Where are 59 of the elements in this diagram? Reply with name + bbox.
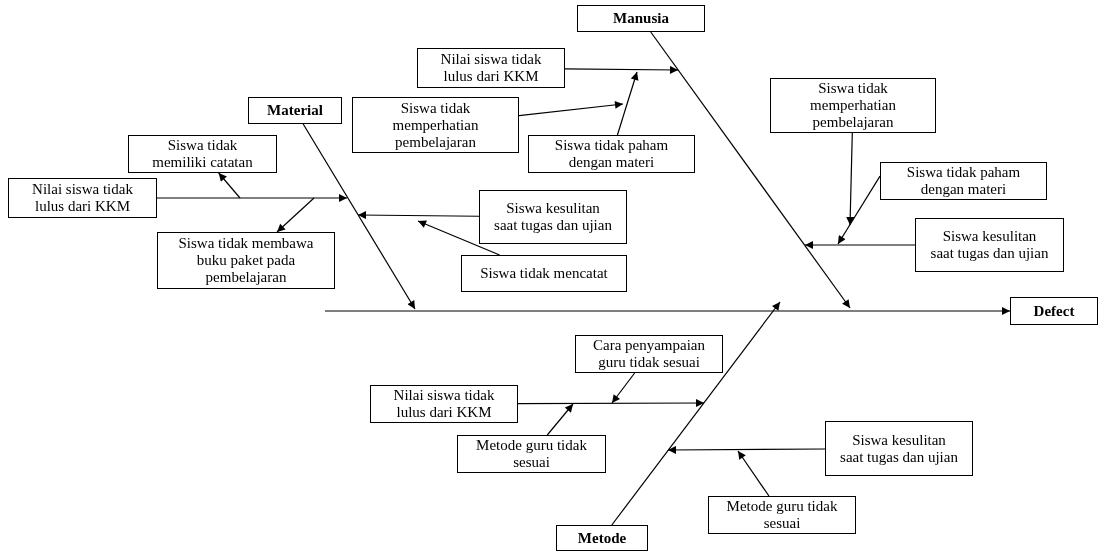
category-label: Material [267,102,323,119]
category-bone-arrow [302,123,416,310]
arrow [517,399,705,408]
cause-text: Siswa tidak paham dengan materi [905,164,1022,198]
arrow [616,71,639,136]
cause-text: Siswa tidak memperhatian pembelajaran [809,80,897,131]
arrow [276,197,315,233]
cause-box [8,178,157,218]
arrow [564,65,679,74]
cause-text: Nilai siswa tidak lulus dari KKM [31,181,134,215]
cause-text: Siswa tidak paham dengan materi [553,137,670,171]
cause-box [528,135,695,173]
arrow [518,100,624,117]
arrow [357,211,480,220]
arrow [218,172,241,199]
cause-text: Cara penyampaian guru tidak sesuai [592,337,706,371]
cause-box [479,190,627,244]
cause-box [825,421,973,476]
cause-box [575,335,723,373]
category-box [556,525,648,551]
category-label: Metode [577,529,627,547]
spine-arrow [324,307,1011,315]
category-box [248,97,342,124]
arrow [546,403,574,436]
arrow [156,194,348,202]
cause-box [417,48,565,88]
cause-box [157,232,335,289]
cause-box [461,255,627,292]
cause-text: Siswa tidak memperhatian pembelajaran [391,99,480,151]
category-label: Manusia [613,10,669,27]
arrow [737,450,770,497]
cause-text: Nilai siswa tidak lulus dari KKM [392,387,496,421]
cause-box [370,385,518,423]
cause-text: Metode guru tidak sesuai [725,498,839,532]
category-label: Defect [1033,302,1075,320]
cause-text: Siswa kesulitan saat tugas dan ujian [930,228,1049,262]
cause-text: Siswa kesulitan saat tugas dan ujian [494,200,612,234]
cause-text: Siswa tidak membawa buku paket pada pembelajaran [177,235,315,286]
arrow [611,372,636,404]
arrow [804,241,916,249]
cause-box [915,218,1064,272]
cause-box [708,496,856,534]
category-box [1010,297,1098,325]
category-bone-arrow [650,31,851,309]
cause-text: Metode guru tidak sesuai [475,437,588,471]
cause-box [457,435,606,473]
cause-box [880,162,1047,200]
category-box [577,5,705,32]
category-bone-arrow [611,301,781,526]
cause-text: Siswa tidak memiliki catatan [151,137,254,171]
cause-text: Siswa tidak mencatat [480,265,608,282]
cause-box [128,135,277,173]
arrow [837,175,881,245]
cause-text: Nilai siswa tidak lulus dari KKM [439,51,543,85]
cause-text: Siswa kesulitan saat tugas dan ujian [840,431,958,466]
arrow [846,132,855,226]
arrow [667,445,826,454]
cause-box [770,78,936,133]
cause-box [352,97,519,153]
